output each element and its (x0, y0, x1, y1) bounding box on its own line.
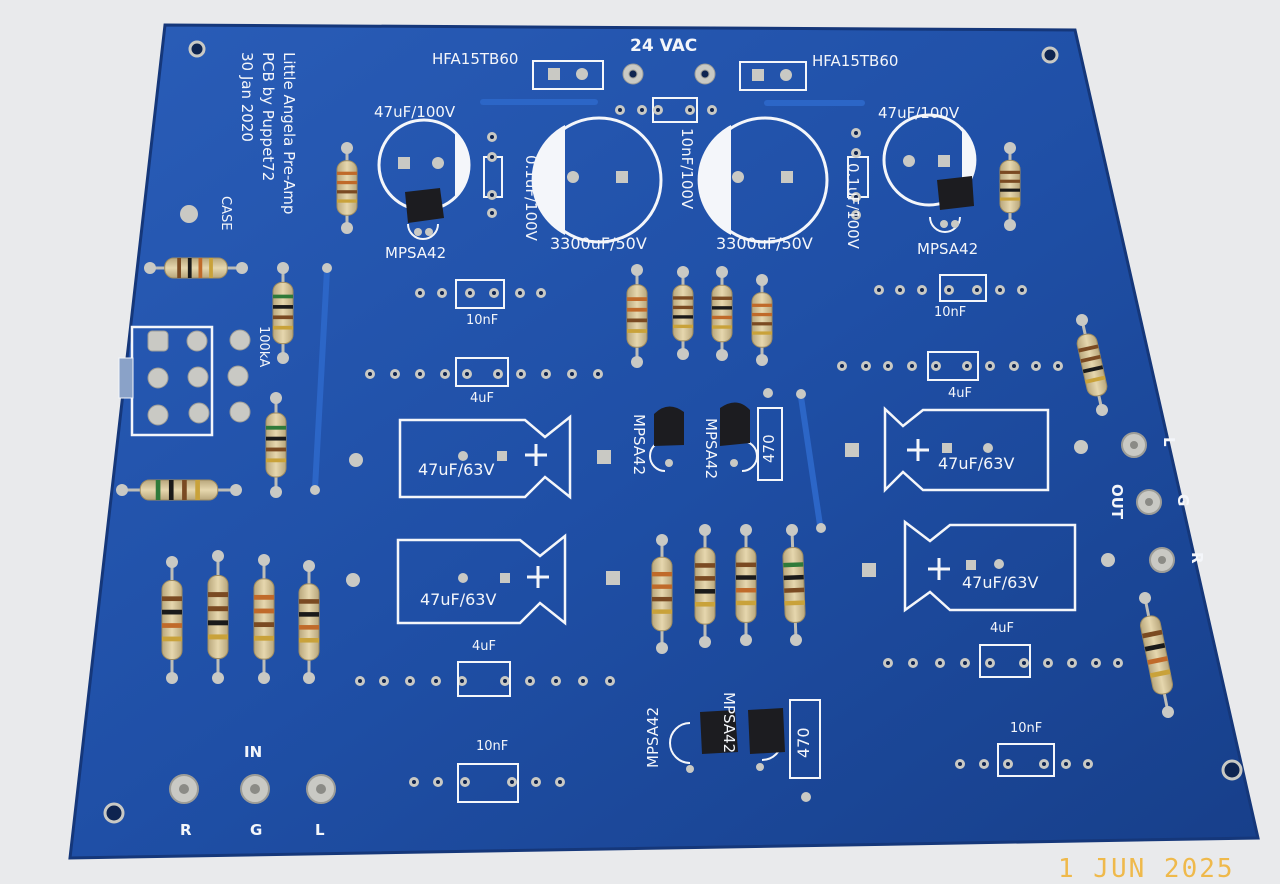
mounting-holes (103, 40, 1243, 824)
resistor (711, 266, 733, 361)
resistor (782, 524, 806, 646)
resistor (272, 262, 294, 364)
pad-rows (355, 105, 1123, 787)
resistor (672, 266, 694, 360)
resistor (694, 524, 716, 648)
transistors (405, 176, 974, 754)
resistor (336, 142, 358, 234)
resistor (253, 554, 275, 684)
resistor (207, 550, 229, 684)
date-stamp: 1 JUN 2025 (1058, 854, 1235, 884)
ac-input-pads (622, 63, 716, 85)
resistor (298, 560, 320, 684)
electrolytic-footprints (396, 406, 1077, 626)
resistor (144, 257, 248, 279)
film-cap-footprints (455, 274, 1055, 803)
resistor (751, 274, 773, 366)
diode-footprints (532, 60, 807, 91)
resistors (116, 142, 1175, 719)
resistor (626, 264, 648, 368)
resistor (735, 524, 757, 646)
resistor (116, 479, 242, 501)
resistor (1076, 314, 1109, 416)
resistor (1139, 592, 1175, 719)
resistor (999, 142, 1021, 231)
resistor (651, 534, 673, 654)
pot-footprint (118, 205, 251, 437)
resistor (265, 392, 287, 498)
resistor (161, 556, 183, 684)
